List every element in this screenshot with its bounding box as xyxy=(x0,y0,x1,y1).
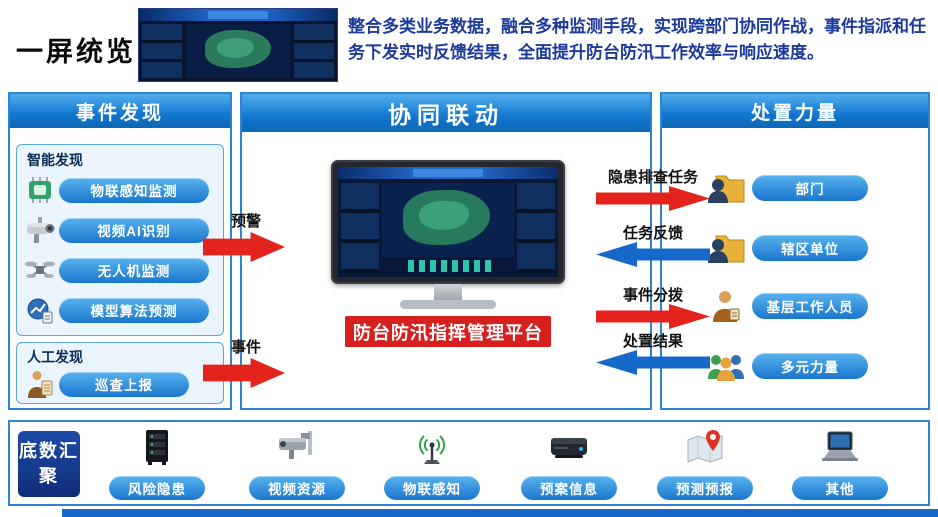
thumbnail-map-highlight xyxy=(217,37,254,59)
event-discovery-panel: 事件发现 智能发现 物联感知监测 xyxy=(8,92,232,410)
unit-folder-icon xyxy=(700,231,752,265)
base-item-label: 风险隐患 xyxy=(109,476,205,500)
base-item-label: 物联感知 xyxy=(384,476,480,500)
manual-discovery-title: 人工发现 xyxy=(27,349,83,365)
flow-label-task-feedback: 任务反馈 xyxy=(622,225,683,242)
antenna-icon xyxy=(414,428,450,471)
force-item-label: 多元力量 xyxy=(752,353,868,379)
coordination-panel: 协同联动 防台防汛指挥管理平台 xyxy=(240,92,652,410)
list-item: 物联感知监测 xyxy=(21,171,221,209)
monitor-stand-base xyxy=(400,300,496,309)
model-icon xyxy=(21,296,59,324)
base-item-label: 预案信息 xyxy=(521,476,617,500)
monitor-map-area xyxy=(382,183,514,257)
drone-icon xyxy=(21,256,59,284)
chip-icon xyxy=(21,176,59,204)
monitor-bar-chart xyxy=(408,260,492,272)
monitor-stand-neck xyxy=(434,284,462,301)
flow-label-hazard-task: 隐患排查任务 xyxy=(607,169,698,186)
base-data-panel: 底数汇聚 风险隐患 xyxy=(8,420,930,506)
list-item: 巡查上报 xyxy=(21,367,221,401)
dashboard-thumbnail xyxy=(138,8,338,82)
flow-label-event-dispatch: 事件分拨 xyxy=(622,287,683,304)
list-item: 视频AI识别 xyxy=(21,211,221,249)
base-item: 预案信息 xyxy=(514,428,624,502)
flow-label-warning: 预警 xyxy=(230,213,261,230)
inspector-icon xyxy=(21,369,59,399)
map-pin-icon xyxy=(685,428,725,471)
monitor-title-bar xyxy=(412,169,484,177)
response-forces-header: 处置力量 xyxy=(662,94,928,128)
base-item-label: 视频资源 xyxy=(249,476,345,500)
ptz-camera-icon xyxy=(21,216,59,244)
list-item: 模型算法预测 xyxy=(21,291,221,329)
base-item-label: 预测预报 xyxy=(657,476,753,500)
smart-discovery-title: 智能发现 xyxy=(27,152,83,168)
event-discovery-header: 事件发现 xyxy=(10,94,230,128)
base-item: 预测预报 xyxy=(650,428,760,502)
smart-item-label: 模型算法预测 xyxy=(59,297,209,323)
force-item-label: 辖区单位 xyxy=(752,235,868,261)
base-item: 视频资源 xyxy=(242,428,352,502)
monitor-screen xyxy=(331,160,565,284)
monitor-left-charts xyxy=(341,183,379,273)
list-item: 无人机监测 xyxy=(21,251,221,289)
force-item-label: 基层工作人员 xyxy=(752,293,868,319)
flow-label-event: 事件 xyxy=(230,339,261,356)
smart-item-label: 无人机监测 xyxy=(59,257,209,283)
platform-name-banner: 防台防汛指挥管理平台 xyxy=(345,316,551,347)
base-item: 其他 xyxy=(785,428,895,502)
monitor-dashboard-mock xyxy=(338,167,558,277)
thumbnail-map-area xyxy=(186,24,290,78)
thumbnail-left-charts xyxy=(142,24,182,78)
list-item: 部门 xyxy=(700,166,900,210)
server-icon xyxy=(140,428,174,471)
monitor-map-highlight xyxy=(418,200,470,231)
base-data-title: 底数汇聚 xyxy=(18,431,80,497)
manual-discovery-box: 人工发现 巡查上报 xyxy=(16,342,224,404)
smart-item-label: 视频AI识别 xyxy=(59,217,209,243)
overview-description: 整合多类业务数据，融合多种监测手段，实现跨部门协同作战，事件指派和任务下发实时反… xyxy=(348,17,926,63)
monitor-right-charts xyxy=(517,183,555,273)
smart-discovery-box: 智能发现 物联感知监测 xyxy=(16,144,224,336)
list-item: 基层工作人员 xyxy=(700,284,900,328)
thumbnail-title-bar xyxy=(208,11,268,19)
page-title: 一屏统览 xyxy=(16,37,136,67)
smart-item-label: 物联感知监测 xyxy=(59,177,209,203)
base-item: 风险隐患 xyxy=(102,428,212,502)
base-item: 物联感知 xyxy=(377,428,487,502)
list-item: 辖区单位 xyxy=(700,226,900,270)
laptop-icon xyxy=(820,430,860,469)
force-item-label: 部门 xyxy=(752,175,868,201)
dept-folder-icon xyxy=(700,171,752,205)
bottom-accent-bar xyxy=(62,509,938,517)
cctv-icon xyxy=(277,429,317,470)
manual-item-label: 巡查上报 xyxy=(59,371,189,397)
storage-icon xyxy=(549,431,589,468)
flow-label-disposal-result: 处置结果 xyxy=(622,333,683,350)
monitor-header-strip xyxy=(338,167,558,179)
list-item: 多元力量 xyxy=(700,344,900,388)
thumbnail-header-strip xyxy=(139,9,337,21)
worker-icon xyxy=(700,289,752,323)
base-item-label: 其他 xyxy=(792,476,888,500)
thumbnail-right-charts xyxy=(294,24,334,78)
coordination-header: 协同联动 xyxy=(242,94,650,132)
group-icon xyxy=(700,351,752,381)
